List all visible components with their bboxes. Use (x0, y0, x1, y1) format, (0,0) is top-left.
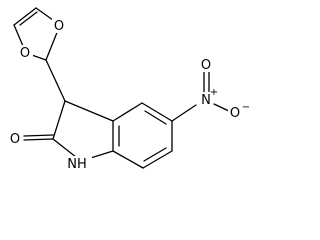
atom-label-dioxole-o-top: O (54, 19, 64, 34)
atom-label-amide-nh: NH (67, 157, 87, 172)
atom-label-nitro-o-charge: − (242, 102, 250, 113)
bond-dioxole-to-c3 (45, 59, 66, 102)
molecule-structure: O O N + O O − O NH (8, 7, 250, 172)
bond-c3-c3a (64, 100, 114, 122)
bond-inner-c6-c7 (143, 147, 167, 162)
bond-c7-c7a (112, 150, 144, 169)
bond-c3-c2 (52, 100, 66, 140)
atom-label-carbonyl-o: O (10, 132, 20, 147)
bond-c4-c5 (141, 102, 173, 122)
atom-label-dioxole-o-right: O (20, 46, 30, 61)
atom-label-nitro-o-top: O (201, 58, 211, 73)
bond-c3a-c4 (112, 102, 143, 122)
benzene-ring (112, 102, 173, 169)
bond-dioxole-c4-c5 (13, 7, 37, 26)
bond-carbonyl-1 (23, 138, 54, 141)
bond-inner-c4-c5 (144, 110, 167, 125)
lactam-ring (23, 100, 114, 162)
bond-carbonyl-2 (23, 134, 54, 137)
bond-c5-nitro-n (171, 104, 197, 122)
bond-c6-c7 (142, 150, 173, 169)
bond-dioxole-c4-c5-double (19, 11, 38, 26)
atom-label-nitro-n-charge: + (210, 87, 218, 98)
atom-label-nitro-o-right: O (230, 106, 240, 121)
atom-label-nitro-n: N (201, 93, 211, 108)
